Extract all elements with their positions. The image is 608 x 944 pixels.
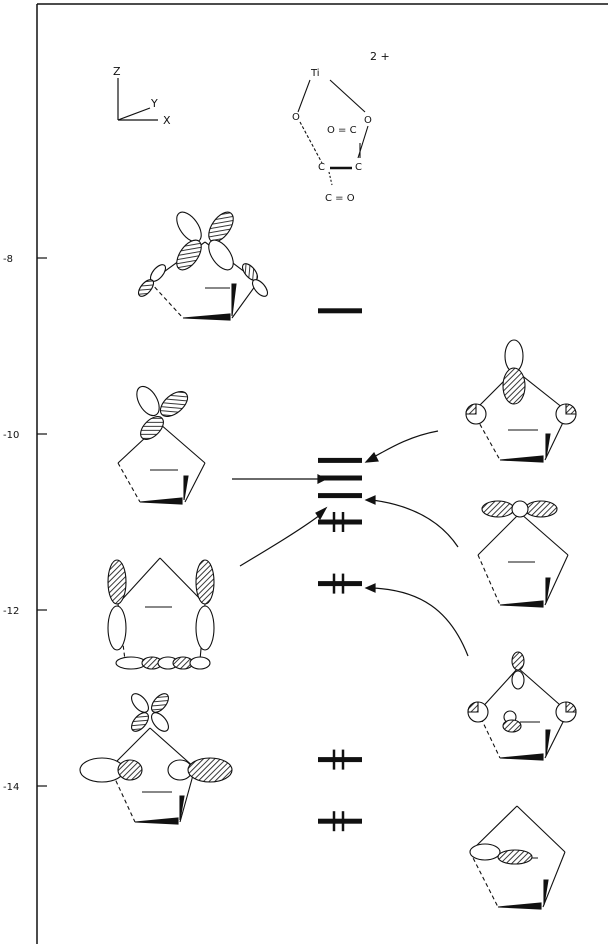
carbon-label-1: C xyxy=(318,162,325,173)
orbital-left-2 xyxy=(117,385,206,505)
energy-tick-label: -10 xyxy=(3,430,19,441)
carbonyl-upper-label: O = C xyxy=(327,125,357,136)
orbital-right-1 xyxy=(465,339,577,463)
energy-levels xyxy=(318,308,362,832)
occupied-level xyxy=(318,573,362,594)
energy-level-bar xyxy=(318,818,362,824)
energy-level-bar xyxy=(318,308,362,314)
x-axis-label: X xyxy=(163,114,171,127)
coordinate-axes: Z Y X xyxy=(113,65,171,127)
z-axis-label: Z xyxy=(113,65,121,78)
empty-level xyxy=(318,493,362,499)
empty-level xyxy=(318,308,362,314)
oxygen-right-label: O xyxy=(364,115,372,126)
orbital-right-2 xyxy=(477,500,569,608)
occupied-level xyxy=(318,749,362,770)
occupied-level xyxy=(318,811,362,832)
orbital-right-4 xyxy=(469,805,566,910)
energy-level-bar xyxy=(318,757,362,763)
molecule-structure xyxy=(297,79,369,186)
carbon-label-2: C xyxy=(355,162,362,173)
energy-level-bar xyxy=(318,475,362,481)
orbital-left-1 xyxy=(137,211,269,321)
energy-level-bar xyxy=(318,581,362,587)
oxygen-left-label: O xyxy=(292,112,300,123)
empty-level xyxy=(318,475,362,481)
energy-level-bar xyxy=(318,519,362,525)
orbital-right-3 xyxy=(467,651,577,761)
correlation-arrows xyxy=(232,430,469,657)
orbital-left-3 xyxy=(107,557,215,670)
energy-level-bar xyxy=(318,457,362,463)
empty-level xyxy=(318,457,362,463)
orbital-left-4 xyxy=(79,693,233,825)
energy-tick-label: -14 xyxy=(3,782,19,793)
energy-tick-label: -8 xyxy=(3,254,13,265)
energy-level-bar xyxy=(318,493,362,499)
occupied-level xyxy=(318,512,362,532)
energy-ticks: -8 -10 -12 -14 xyxy=(3,254,47,793)
energy-tick-label: -12 xyxy=(3,606,19,617)
carbonyl-lower-label: C = O xyxy=(325,193,355,204)
charge-label: 2 + xyxy=(370,50,390,63)
y-axis-label: Y xyxy=(150,97,158,110)
titanium-label: Ti xyxy=(310,68,320,79)
